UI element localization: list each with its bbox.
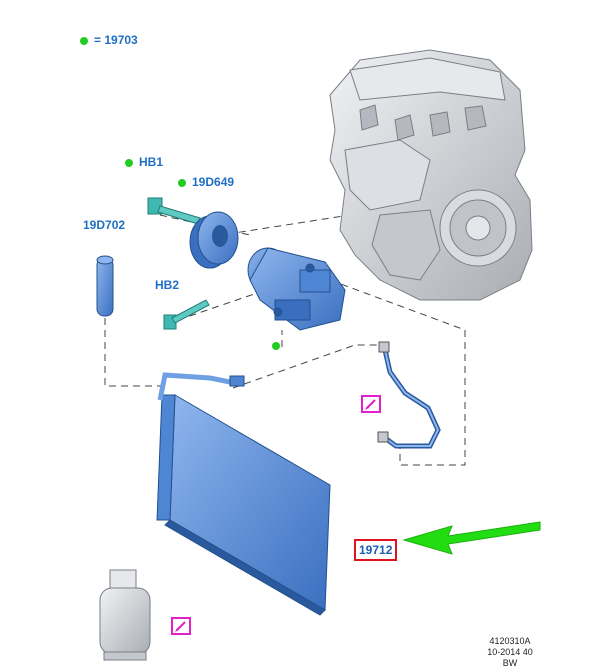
callout-dot-icon	[178, 178, 186, 187]
diagram-reference: 4120310A 10-2014 40 BW	[480, 636, 540, 669]
ac-compressor	[247, 247, 346, 331]
highlight-arrow	[402, 521, 541, 555]
callout-label: HB1	[139, 155, 164, 169]
callout-label: 19D702	[83, 218, 126, 232]
service-note-icon[interactable]	[361, 395, 381, 413]
pen-icon	[175, 621, 186, 632]
callout-label: 19712	[359, 543, 393, 557]
service-note-icon[interactable]	[171, 617, 191, 635]
callout-19d649: 19D649	[178, 175, 234, 189]
reference-date: 10-2014 40	[487, 647, 533, 657]
reference-number: 4120310A	[489, 636, 531, 646]
bolt-hb2	[163, 299, 210, 330]
callout-label: HB2	[155, 278, 180, 292]
receiver-dryer-19d702	[96, 255, 114, 317]
callout-dot-icon	[272, 341, 280, 350]
callout-19712[interactable]: 19712	[354, 539, 398, 561]
callout-hb1: HB1	[125, 155, 163, 169]
callout-19d702: 19D702	[83, 218, 125, 232]
engine-block	[329, 49, 533, 301]
legend-19703: = 19703	[80, 33, 138, 47]
legend-label: = 19703	[94, 33, 138, 47]
bolt-hb1	[147, 197, 201, 225]
legend-dot-icon	[80, 36, 88, 45]
clutch-pulley-19d649	[189, 211, 239, 269]
callout-dot-icon	[125, 158, 133, 167]
pen-icon	[365, 399, 376, 410]
reference-initials: BW	[502, 658, 518, 668]
callout-hb2: HB2	[155, 278, 179, 292]
refrigerant-cylinder	[99, 569, 151, 661]
refrigerant-hose	[377, 341, 441, 449]
compressor-dot	[272, 338, 286, 352]
callout-label: 19D649	[192, 175, 235, 189]
condenser-19712	[156, 372, 331, 616]
